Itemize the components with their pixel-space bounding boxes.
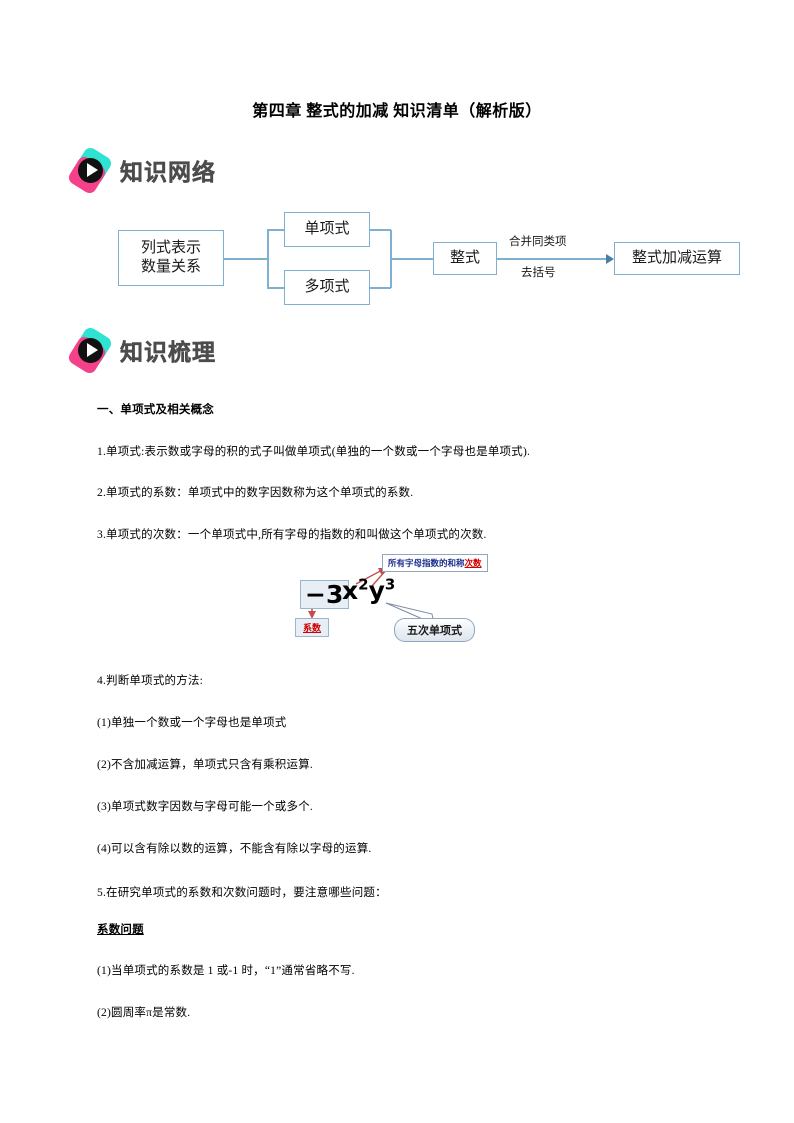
annotation-fifth-degree-monomial: 五次单项式 <box>394 618 475 642</box>
expression-coefficient-box: −3 <box>300 580 350 609</box>
paragraph-item-1: 1.单项式:表示数或字母的积的式子叫做单项式(单独的一个数或一个字母也是单项式)… <box>97 446 531 458</box>
flow-node-source: 列式表示 数量关系 <box>118 230 224 286</box>
flow-node-result: 整式加减运算 <box>614 242 740 275</box>
connector-split-to-monomial <box>267 229 285 231</box>
connector-split-to-polynomial <box>267 287 285 289</box>
logo-play-triangle-icon <box>87 163 98 177</box>
section-header-knowledge-review: 知识梳理 <box>66 325 216 376</box>
flow-node-polynomial: 多项式 <box>284 270 370 305</box>
logo-play-triangle-icon <box>87 343 98 357</box>
flow-node-source-line2: 数量关系 <box>140 259 201 275</box>
paragraph-item-4-2: (2)不含加减运算，单项式只含有乘积运算. <box>97 759 313 771</box>
connector-merge-to-integral <box>390 258 433 260</box>
connector-source-to-split <box>223 258 268 260</box>
paragraph-item-5-2: (2)圆周率π是常数. <box>97 1007 191 1019</box>
paragraph-item-5-1: (1)当单项式的系数是 1 或-1 时，“1”通常省略不写. <box>97 965 355 977</box>
paragraph-item-3: 3.单项式的次数：一个单项式中,所有字母的指数的和叫做这个单项式的次数. <box>97 529 487 541</box>
paragraph-item-4-3: (3)单项式数字因数与字母可能一个或多个. <box>97 801 313 813</box>
flow-node-integral-expression: 整式 <box>433 242 497 275</box>
section-heading-monomial-concepts: 一、单项式及相关概念 <box>97 404 214 416</box>
play-button-logo-icon <box>66 325 114 376</box>
flow-node-monomial: 单项式 <box>284 212 370 247</box>
paragraph-item-4: 4.判断单项式的方法: <box>97 675 204 687</box>
annotation-degree-highlight: 次数 <box>464 559 482 569</box>
section-header-knowledge-network: 知识网络 <box>66 145 216 196</box>
annotation-degree: 所有字母指数的和称次数 <box>382 554 488 572</box>
connector-integral-to-result <box>497 258 609 260</box>
connector-monomial-to-merge <box>369 229 391 231</box>
subheading-coefficient-issues: 系数问题 <box>97 924 144 936</box>
annotation-coefficient: 系数 <box>295 618 330 637</box>
page-title: 第四章 整式的加减 知识清单（解析版） <box>252 103 542 120</box>
section-header-label: 知识网络 <box>120 160 216 186</box>
play-button-logo-icon <box>66 145 114 196</box>
connector-polynomial-to-merge <box>369 287 391 289</box>
flow-node-source-line1: 列式表示 <box>140 240 201 257</box>
section-header-label: 知识梳理 <box>120 340 216 366</box>
knowledge-network-flowchart: 列式表示 数量关系 单项式 多项式 整式 整式加减运算 合并同类项 去括号 <box>0 200 794 318</box>
paragraph-item-4-1: (1)单独一个数或一个字母也是单项式 <box>97 717 287 729</box>
paragraph-item-4-4: (4)可以含有除以数的运算，不能含有除以字母的运算. <box>97 843 372 855</box>
expression-variables: x2y3 <box>342 575 396 605</box>
flow-edge-label-top: 合并同类项 <box>509 236 567 248</box>
paragraph-item-5: 5.在研究单项式的系数和次数问题时，要注意哪些问题： <box>97 887 387 899</box>
connector-split-vertical <box>267 230 269 288</box>
flow-edge-label-bottom: 去括号 <box>521 267 556 279</box>
paragraph-item-2: 2.单项式的系数：单项式中的数字因数称为这个单项式的系数. <box>97 487 414 499</box>
monomial-annotated-figure: −3 x2y3 所有字母指数的和称次数 系数 五次单项式 <box>286 552 556 652</box>
connector-arrow-head-icon <box>606 254 614 264</box>
annotation-degree-prefix: 所有字母指数的和称 <box>388 559 465 569</box>
